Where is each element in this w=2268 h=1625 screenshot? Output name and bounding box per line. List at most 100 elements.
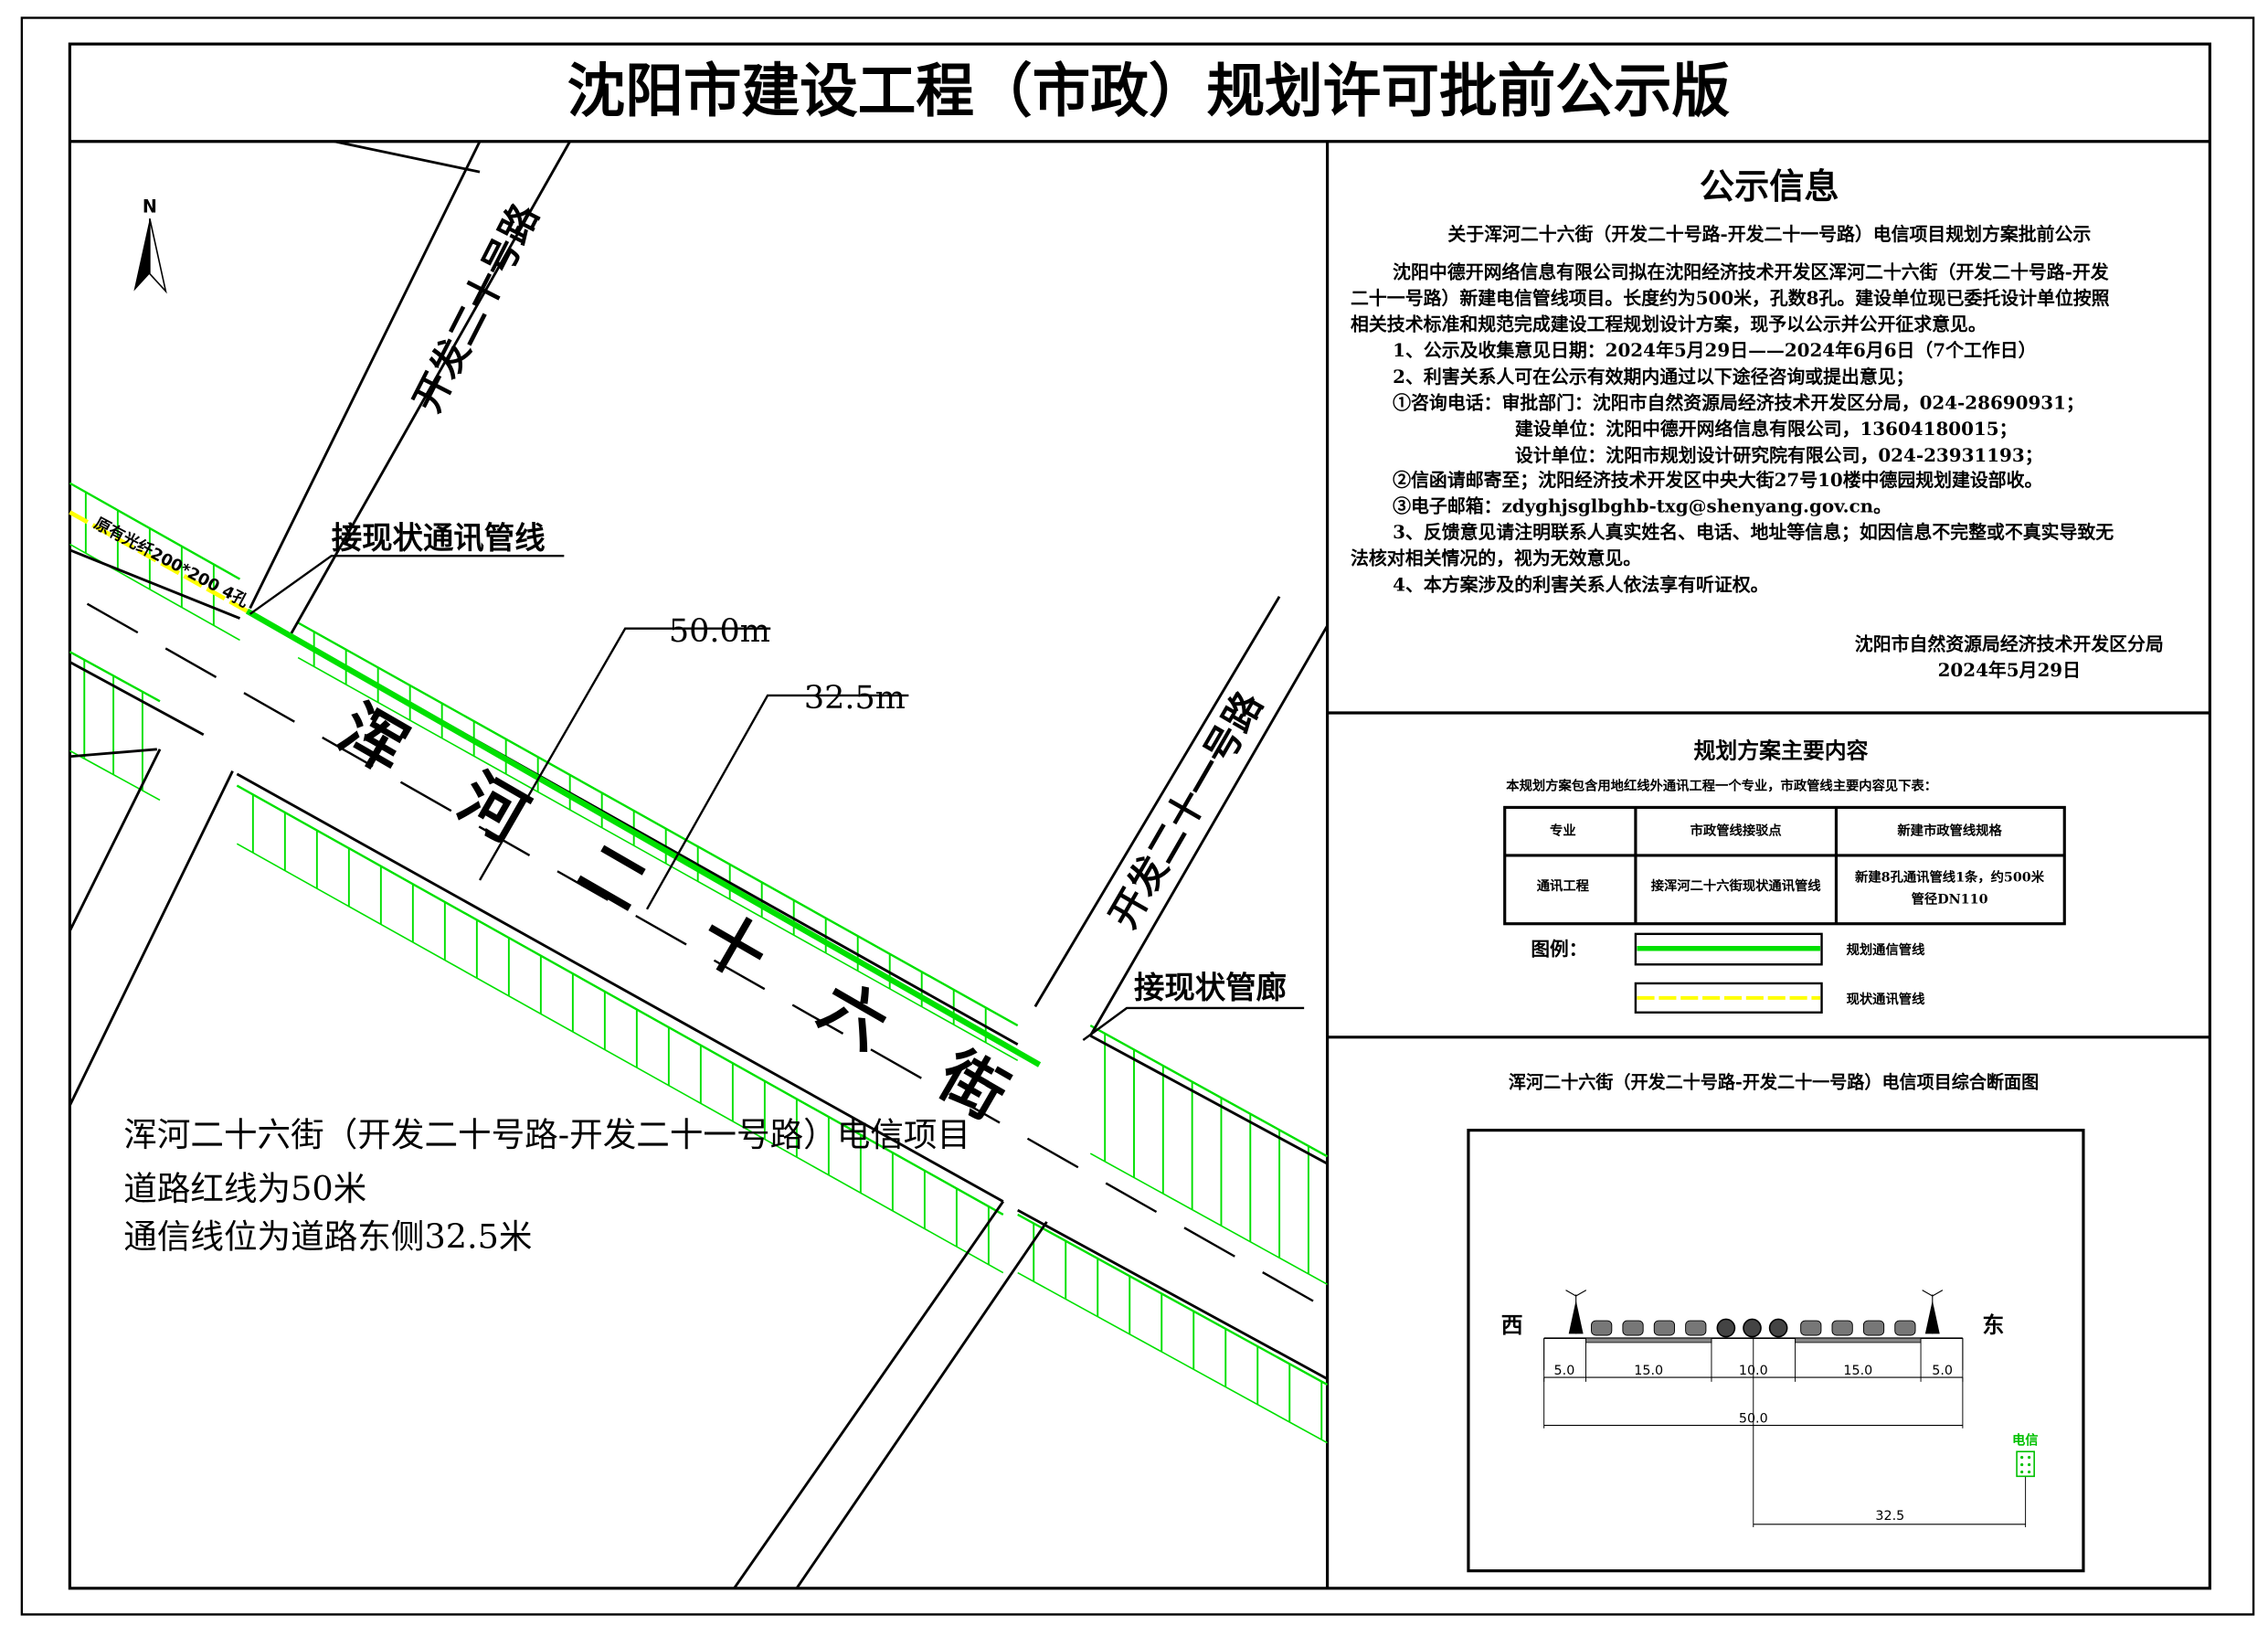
section-frame [1467,1129,2085,1573]
plan-heading: 规划方案主要内容 [1694,738,1869,763]
map-description-line: 浑河二十六街（开发二十号路-开发二十一号路）电信项目 [123,1115,970,1154]
connect-corridor-label: 接现状管廊 [1134,970,1287,1005]
legend-box-planned [1634,932,1823,966]
duct-hole [2028,1456,2031,1460]
main-road-edge [1089,1034,1329,1165]
block-edge [69,749,162,932]
main-road-edge [69,661,205,737]
telecom-label: 电信 [2012,1431,2039,1448]
notice-line: ①咨询电话：审批部门：沈阳市自然资源局经济技术开发区分局，024-2869093… [1393,391,2084,413]
carriageway [1585,1337,1712,1344]
notice-subtitle: 关于浑河二十六街（开发二十号路-开发二十一号路）电信项目规划方案批前公示 [1447,223,2091,245]
road-label-main: 浑 河 二 十 六 街 [326,690,1043,1147]
section-drawing [1543,1290,2035,1527]
legend-item-label: 规划通信管线 [1847,941,1925,958]
leader-existing [249,554,565,615]
car-icon [1653,1320,1676,1336]
main-road-edge [236,772,1004,1203]
plan-intro: 本规划方案包含用地红线外通讯工程一个专业，市政管线主要内容见下表： [1506,777,1937,793]
road-centerline [86,602,1329,1311]
road-label-west: 开发二十号路 [405,196,548,419]
carriageway [1795,1337,1922,1344]
table-cell: 通讯工程 [1537,878,1590,894]
signature-org: 沈阳市自然资源局经济技术开发区分局 [1855,633,2164,655]
table-cell: 管径DN110 [1912,890,1988,907]
north-arrow: N [133,196,167,294]
legend-item-label: 现状通讯管线 [1847,991,1925,1007]
notice-line: 设计单位：沈阳市规划设计研究院有限公司，024-23931193； [1515,444,2043,466]
section-title: 浑河二十六街（开发二十号路-开发二十一号路）电信项目综合断面图 [1509,1071,2039,1092]
table-header: 专业 [1550,823,1576,839]
hatch-boundary [1089,1152,1328,1285]
telecom-offset: 32.5 [1875,1509,1904,1524]
block-edge [69,748,157,759]
car-icon [1622,1320,1644,1336]
north-arrow-icon-outline [149,218,167,294]
inner-frame [68,42,2211,1590]
north-arrow-icon [133,218,150,292]
page-title: 沈阳市建设工程（市政）规划许可批前公示版 [567,57,1731,125]
hatch-boundary [236,784,1004,1216]
notice-line: 二十一号路）新建电信管线项目。长度约为500米，孔数8孔。建设单位现已委托设计单… [1351,287,2110,309]
east-road-edge [1089,624,1329,1036]
legend-label: 图例： [1531,939,1587,961]
notice-line: 3、反馈意见请注明联系人真实姓名、电话、地址等信息；如因信息不完整或不真实导致无 [1393,521,2114,543]
leader-corridor [1082,1006,1305,1041]
car-icon [1800,1320,1822,1336]
existing-telecom-line [69,510,249,613]
total-width: 50.0 [1739,1411,1768,1426]
table-border [1503,805,2066,926]
west-road-edge [289,141,571,635]
notice-line: ②信函请邮寄至；沈阳经济技术开发区中央大街27号10楼中德园规划建设部收。 [1393,469,2042,491]
hatch-boundary [1017,1213,1329,1386]
table-cell: 接浑河二十六街现状通讯管线 [1651,877,1822,894]
duct-hole [2028,1462,2031,1467]
connect-existing-label: 接现状通讯管线 [332,520,546,556]
hatch-boundary [1089,1025,1329,1158]
west-road-edge [249,141,482,610]
street-lamp-icon [1922,1290,1944,1297]
notice-line: 法核对相关情况的，视为无效意见。 [1351,547,1641,569]
shrub-icon [1768,1318,1788,1338]
site-map: N 开发二十号路 开发二十一号路 浑 河 二 十 六 街 原有光纤200*200… [69,140,1329,1589]
segment-width: 10.0 [1739,1364,1768,1378]
segment-width: 5.0 [1932,1364,1953,1378]
duct-hole [2028,1470,2031,1474]
hatch-boundary [297,656,1019,1061]
shrub-icon [1716,1318,1736,1338]
segment-width: 15.0 [1634,1364,1663,1378]
signature-date: 2024年5月29日 [1938,659,2081,681]
car-icon [1894,1320,1916,1336]
segment-width: 15.0 [1843,1364,1872,1378]
hatch-boundary [69,651,161,703]
notice-panel: 公示信息 关于浑河二十六街（开发二十号路-开发二十一号路）电信项目规划方案批前公… [1351,167,2164,681]
table-header: 新建市政管线规格 [1897,823,2002,839]
notice-line: 1、公示及收集意见日期：2024年5月29日——2024年6月6日（7个工作日） [1393,339,2036,361]
plan-table [1503,805,2066,926]
telecom-duct [2016,1450,2035,1478]
main-road-edge [69,548,241,620]
west-road-edge [69,770,234,1107]
duct-hole [2020,1462,2024,1467]
duct-hole [2020,1470,2024,1474]
duct-hole [2020,1456,2024,1460]
street-lamp-icon [1565,1290,1587,1297]
main-road-edge [1017,1208,1329,1380]
notice-line: 2、利害关系人可在公示有效期内通过以下途径咨询或提出意见； [1393,366,1913,388]
leader-telecom [645,694,909,910]
notice-line: 相关技术标准和规范完成建设工程规划设计方案，现予以公示并公开征求意见。 [1351,313,1987,335]
dim-telecom-label: 32.5m [804,680,906,717]
east-road-edge [795,1221,1048,1589]
table-header: 市政管线接驳点 [1690,823,1782,839]
dim-redline-label: 50.0m [669,613,770,650]
leader-redline [479,627,771,881]
existing-fiber-label: 原有光纤200*200 4孔 [90,514,251,611]
legend-box-existing [1634,982,1823,1014]
car-icon [1685,1320,1707,1336]
hatch-boundary [297,621,1019,1027]
west-label: 西 [1501,1312,1523,1338]
car-icon [1831,1320,1853,1336]
hatch-boundary [69,749,161,802]
cross-section-panel: 浑河二十六街（开发二十号路-开发二十一号路）电信项目综合断面图 西 东 5.0 … [1467,1071,2085,1573]
